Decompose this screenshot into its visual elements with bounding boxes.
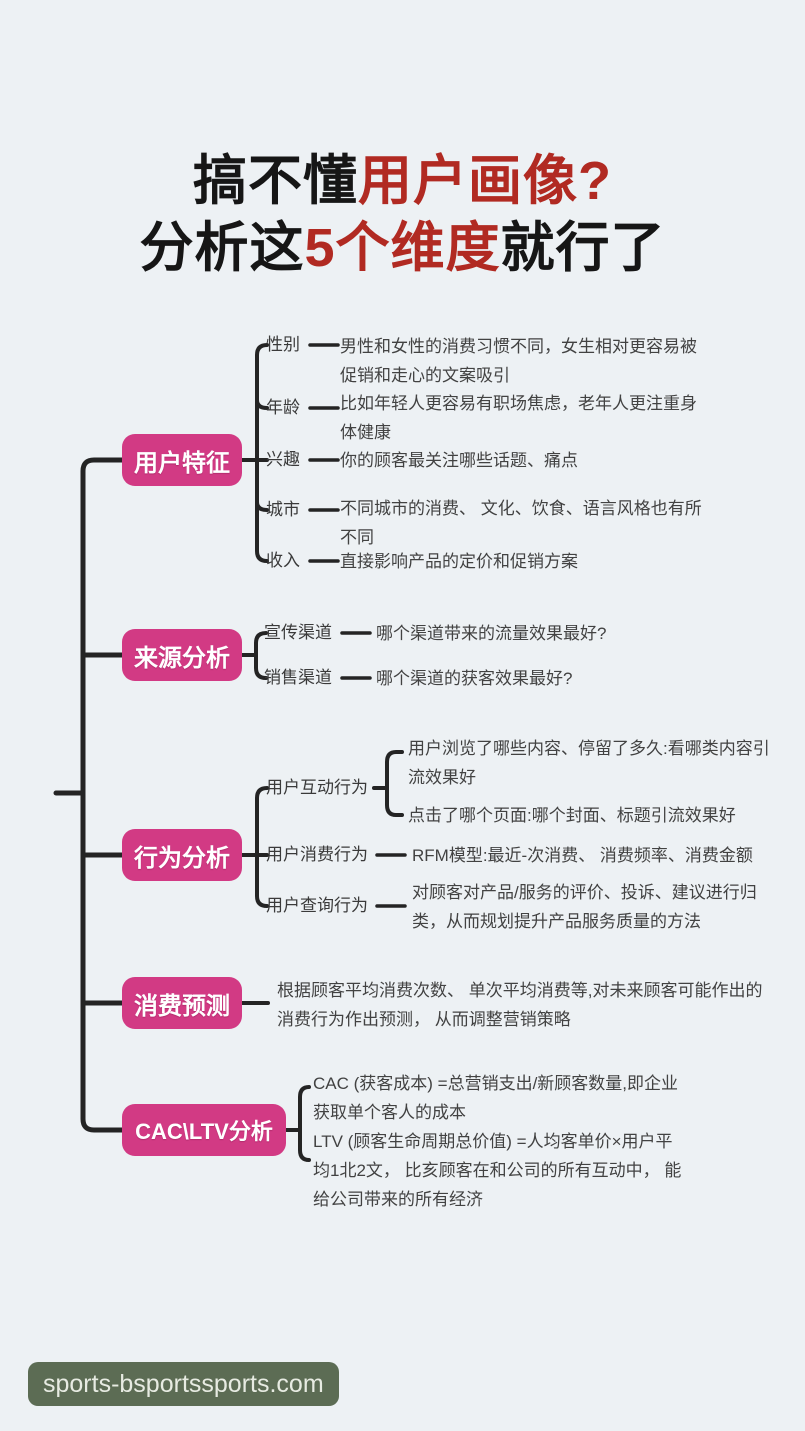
desc-rfm: RFM模型:最近-次消费、 消费频率、消费金额 [412, 846, 753, 865]
sublabel-sales-channel: 销售渠道 [264, 668, 332, 687]
sublabel-age: 年龄 [266, 398, 300, 417]
node-user-traits: 用户特征 [122, 434, 242, 486]
desc-interest: 你的顾客最关注哪些话题、痛点 [340, 451, 578, 470]
desc-ltv: LTV (顾客生命周期总价值) =人均客单价×用户平 均1北2文， 比亥顾客在和… [313, 1132, 682, 1209]
sublabel-interest: 兴趣 [266, 450, 300, 469]
title-line-2: 分析这5个维度就行了 [0, 215, 805, 282]
title-text: 就行了 [500, 218, 666, 278]
sublabel-consumption-behavior: 用户消费行为 [266, 845, 368, 864]
title-text-red: 用户画像? [358, 151, 612, 211]
title-text: 分析这 [139, 218, 305, 278]
desc-query: 对顾客对产品/服务的评价、投诉、建议进行归 类，从而规划提升产品服务质量的方法 [412, 883, 757, 931]
watermark-url: sports-bsportssports.com [28, 1362, 339, 1406]
sublabel-city: 城市 [266, 500, 300, 519]
desc-income: 直接影响产品的定价和促销方案 [340, 552, 578, 571]
desc-sales-channel: 哪个渠道的获客效果最好? [376, 669, 573, 688]
title-line-1: 搞不懂用户画像? [0, 148, 805, 215]
desc-interaction-click: 点击了哪个页面:哪个封面、标题引流效果好 [408, 806, 736, 825]
sublabel-query-behavior: 用户查询行为 [266, 896, 368, 915]
node-source-analysis: 来源分析 [122, 629, 242, 681]
title-text: 搞不懂 [193, 151, 358, 211]
node-behavior-analysis: 行为分析 [122, 829, 242, 881]
desc-gender: 男性和女性的消费习惯不同，女生相对更容易被 促销和走心的文案吸引 [340, 337, 697, 385]
sublabel-income: 收入 [266, 551, 300, 570]
title-text-red: 5个维度 [304, 218, 501, 278]
desc-cac: CAC (获客成本) =总营销支出/新顾客数量,即企业 获取单个客人的成本 [313, 1074, 679, 1122]
desc-age: 比如年轻人更容易有职场焦虑，老年人更注重身 体健康 [340, 394, 697, 442]
page-title: 搞不懂用户画像? 分析这5个维度就行了 [0, 148, 805, 282]
node-consumption-forecast: 消费预测 [122, 977, 242, 1029]
node-cac-ltv: CAC\LTV分析 [122, 1104, 286, 1156]
desc-city: 不同城市的消费、 文化、饮食、语言风格也有所 不同 [340, 499, 702, 547]
sublabel-promo-channel: 宣传渠道 [264, 623, 332, 642]
desc-forecast: 根据顾客平均消费次数、 单次平均消费等,对未来顾客可能作出的 消费行为作出预测，… [277, 981, 763, 1029]
desc-promo-channel: 哪个渠道带来的流量效果最好? [376, 624, 607, 643]
sublabel-interaction-behavior: 用户互动行为 [266, 778, 368, 797]
desc-interaction-browse: 用户浏览了哪些内容、停留了多久:看哪类内容引 流效果好 [408, 739, 770, 787]
sublabel-gender: 性别 [266, 335, 300, 354]
